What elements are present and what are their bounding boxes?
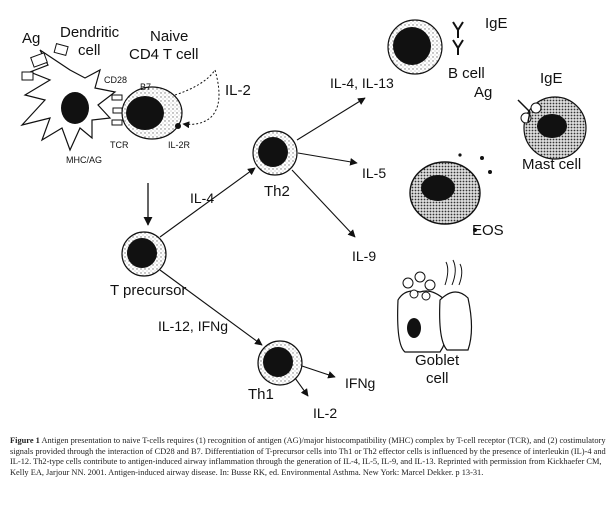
label-mast-cell: Mast cell [522, 156, 582, 173]
label-ag-top: Ag [22, 30, 41, 47]
label-goblet: Goblet [415, 352, 460, 369]
label-il9: IL-9 [352, 248, 377, 264]
arrow-precursor-to-th1 [159, 269, 263, 346]
label-dendritic: Dendritic [60, 24, 120, 41]
label-ige-mast: IgE [540, 70, 563, 87]
th2-cell-shape [252, 130, 298, 176]
il2-feedback-loop [174, 68, 220, 129]
arrow-precursor-to-th2 [159, 167, 256, 238]
label-il4-il13: IL-4, IL-13 [330, 75, 394, 91]
label-naive: Naive [150, 28, 189, 45]
label-il4: IL-4 [190, 190, 215, 206]
label-il2-top: IL-2 [225, 82, 251, 99]
naive-t-cell-shape [111, 86, 183, 140]
b-cell-shape [387, 19, 464, 75]
label-th1: Th1 [248, 386, 274, 403]
label-ige-top: IgE [485, 15, 508, 32]
dendritic-cell-shape [20, 43, 117, 152]
label-dendritic-cell: cell [78, 42, 101, 59]
label-il5: IL-5 [362, 165, 387, 181]
label-b-cell: B cell [448, 65, 485, 82]
th1-cell-shape [257, 340, 303, 386]
goblet-cell-shape [397, 259, 473, 353]
arrow-th2-to-eos [297, 152, 358, 166]
label-eos: EOS [472, 222, 504, 239]
label-cd28: CD28 [104, 75, 128, 85]
label-ifng: IFNg [345, 375, 376, 391]
label-goblet-cell: cell [426, 370, 449, 387]
label-il2-bottom: IL-2 [313, 405, 338, 421]
caption-text: Antigen presentation to naive T-cells re… [10, 436, 606, 477]
label-tcr: TCR [110, 140, 129, 150]
arrow-th1-to-il2 [294, 377, 309, 397]
label-cd4-t-cell: CD4 T cell [129, 46, 199, 63]
arrow-th1-to-ifng [301, 365, 336, 379]
label-b7: B7 [140, 82, 152, 92]
label-il2r: IL-2R [168, 140, 191, 150]
caption-figure-label: Figure 1 [10, 436, 40, 445]
eosinophil-shape [409, 153, 492, 232]
label-mhc-ag: MHC/AG [66, 155, 102, 165]
arrow-th2-to-bcell [296, 97, 366, 141]
t-precursor-cell-shape [121, 231, 167, 277]
label-ag-mast: Ag [474, 84, 493, 101]
mast-cell-shape [517, 96, 587, 160]
arrow-th2-to-goblet [291, 169, 356, 238]
label-t-precursor: T precursor [110, 282, 187, 299]
label-th2: Th2 [264, 183, 290, 200]
label-il12-ifng: IL-12, IFNg [158, 318, 229, 334]
figure-caption: Figure 1 Antigen presentation to naive T… [10, 436, 606, 478]
